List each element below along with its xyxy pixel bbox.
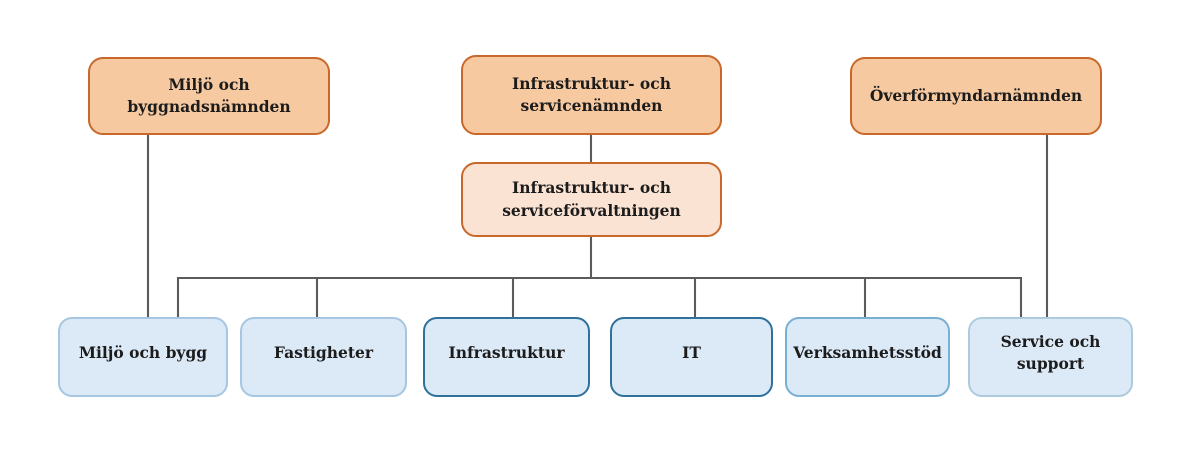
node-label: Infrastruktur- och serviceförvaltningen [502, 178, 681, 220]
node-label: Infrastruktur [448, 342, 565, 362]
node-label: Service och support [1000, 331, 1101, 373]
node-infrastruktur: Infrastruktur [423, 317, 590, 397]
node-infrastruktur-och-servicenamnden: Infrastruktur- och servicenämnden [461, 55, 722, 135]
node-label: IT [682, 342, 701, 362]
node-miljo-och-byggnadsnamnden: Miljö och byggnadsnämnden [88, 57, 330, 135]
node-label: Överförmyndarnämnden [869, 85, 1083, 105]
node-service-och-support: Service och support [968, 317, 1133, 397]
node-label: Verksamhetsstöd [793, 342, 942, 362]
node-it: IT [610, 317, 773, 397]
node-miljo-och-bygg: Miljö och bygg [58, 317, 228, 397]
node-label: Infrastruktur- och servicenämnden [512, 73, 671, 115]
node-fastigheter: Fastigheter [240, 317, 407, 397]
node-label: Fastigheter [273, 342, 374, 362]
node-label: Miljö och byggnadsnämnden [127, 74, 291, 116]
node-infrastruktur-och-serviceforvaltningen: Infrastruktur- och serviceförvaltningen [461, 162, 722, 237]
node-verksamhetsstod: Verksamhetsstöd [785, 317, 950, 397]
node-label: Miljö och bygg [78, 342, 208, 362]
node-overformyndarnamnden: Överförmyndarnämnden [850, 57, 1102, 135]
